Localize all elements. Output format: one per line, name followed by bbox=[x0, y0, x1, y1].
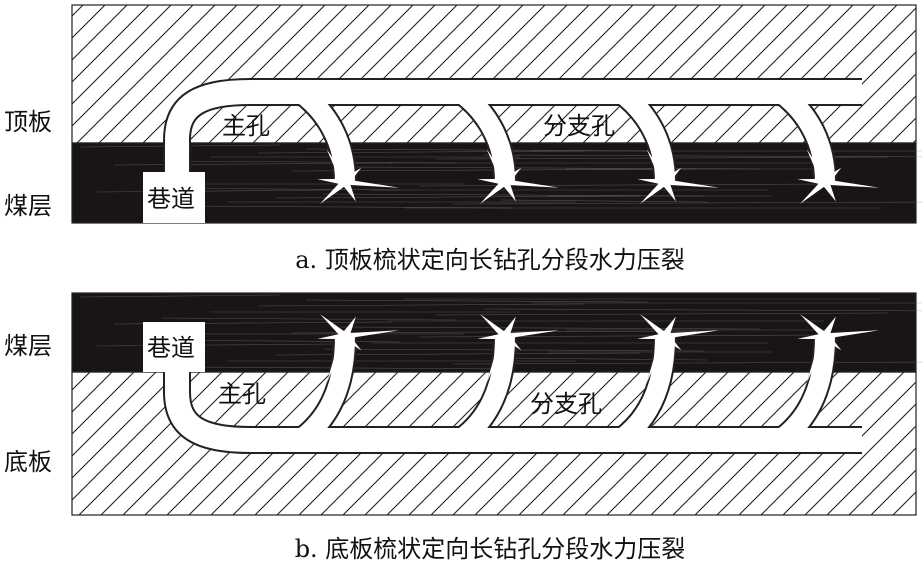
fracture-star-icon bbox=[317, 149, 400, 204]
coal-streak bbox=[96, 189, 337, 193]
coal-streak bbox=[452, 201, 922, 205]
branch-hole bbox=[773, 83, 835, 183]
fracture-star-icon bbox=[637, 314, 720, 383]
branch-hole-label: 分支孔 bbox=[530, 390, 602, 418]
branch-hole-label: 分支孔 bbox=[543, 112, 615, 140]
borehole-network bbox=[163, 78, 880, 204]
coal-streak bbox=[483, 308, 922, 312]
coal-streak bbox=[274, 195, 641, 199]
coal-streak bbox=[161, 317, 457, 321]
panel-a: 巷道 主孔 分支孔 顶板 煤层 a. 顶板梳状定向长钻孔分段水力压裂 bbox=[4, 4, 922, 274]
coal-streak bbox=[305, 148, 649, 152]
branch-hole bbox=[613, 335, 675, 449]
borehole-network bbox=[163, 314, 880, 454]
branch-hole bbox=[453, 83, 515, 183]
coal-streak bbox=[305, 299, 649, 303]
coal-streak bbox=[96, 343, 337, 347]
fracture-star-icon bbox=[317, 314, 400, 383]
fracture-star-icon bbox=[797, 149, 880, 204]
coal-streak bbox=[79, 294, 281, 298]
coal-streak bbox=[257, 150, 585, 154]
coal-streak bbox=[452, 361, 922, 365]
coal-streak bbox=[178, 205, 513, 209]
coal-texture bbox=[79, 294, 922, 370]
coal-streak bbox=[483, 154, 922, 158]
main-hole bbox=[165, 80, 862, 172]
main-hole bbox=[165, 346, 862, 452]
coal-streak bbox=[339, 166, 761, 170]
coal-streak bbox=[339, 326, 761, 330]
tunnel bbox=[143, 172, 205, 223]
caption-a: a. 顶板梳状定向长钻孔分段水力压裂 bbox=[295, 246, 685, 274]
fracture-star-icon bbox=[637, 149, 720, 204]
branch-hole bbox=[453, 335, 515, 449]
tunnel-label: 巷道 bbox=[147, 334, 195, 362]
coal-streak bbox=[418, 183, 833, 187]
coal-streak bbox=[435, 312, 889, 316]
roof-label: 顶板 bbox=[4, 108, 52, 136]
branch-hole bbox=[293, 335, 355, 449]
fracture-star-icon bbox=[477, 149, 560, 204]
tunnel-label: 巷道 bbox=[147, 185, 195, 213]
branch-hole bbox=[293, 83, 355, 183]
floor-label: 底板 bbox=[4, 448, 52, 476]
coal-streak bbox=[161, 160, 457, 164]
caption-b: b. 底板梳状定向长钻孔分段水力压裂 bbox=[295, 535, 686, 563]
tunnel bbox=[143, 322, 205, 372]
coal-seam-label: 煤层 bbox=[4, 332, 52, 360]
coal-streak bbox=[500, 199, 709, 203]
coal-streak bbox=[257, 303, 585, 307]
fracture-star-icon bbox=[797, 314, 880, 383]
main-hole-label: 主孔 bbox=[222, 112, 270, 140]
branch-hole bbox=[773, 335, 835, 449]
fracture-star-icon bbox=[477, 314, 560, 383]
main-hole-label: 主孔 bbox=[218, 380, 266, 408]
branch-hole bbox=[613, 83, 675, 183]
panel-b: 巷道 主孔 分支孔 煤层 底板 b. 底板梳状定向长钻孔分段水力压裂 bbox=[4, 292, 922, 563]
coal-seam-label: 煤层 bbox=[4, 192, 52, 220]
